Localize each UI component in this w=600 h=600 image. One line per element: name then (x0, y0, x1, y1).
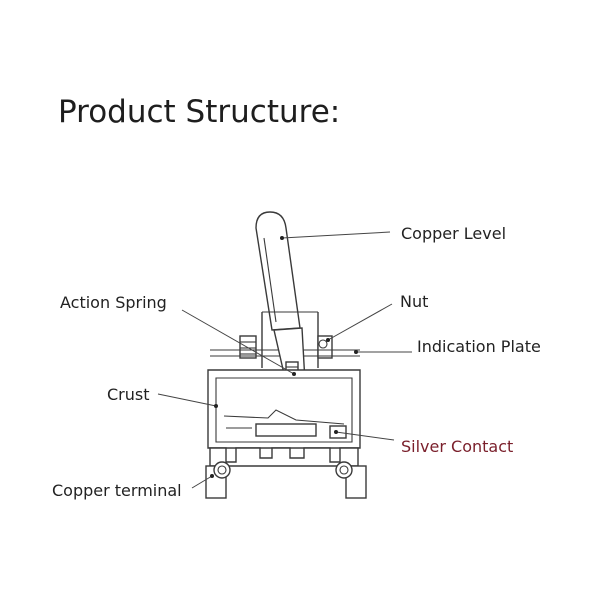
lever (255, 211, 301, 331)
label-silver-contact: Silver Contact (401, 437, 513, 456)
label-copper-terminal: Copper terminal (52, 481, 182, 500)
page-title: Product Structure: (58, 94, 340, 130)
leader-lines (157, 231, 412, 489)
label-indication-plate: Indication Plate (417, 337, 541, 356)
silver-contact (223, 409, 347, 439)
housing-crust (207, 369, 361, 467)
label-copper-level: Copper Level (401, 224, 506, 243)
label-crust: Crust (107, 385, 150, 404)
copper-terminals (205, 461, 367, 499)
label-nut: Nut (400, 292, 428, 311)
label-action-spring: Action Spring (60, 293, 167, 312)
